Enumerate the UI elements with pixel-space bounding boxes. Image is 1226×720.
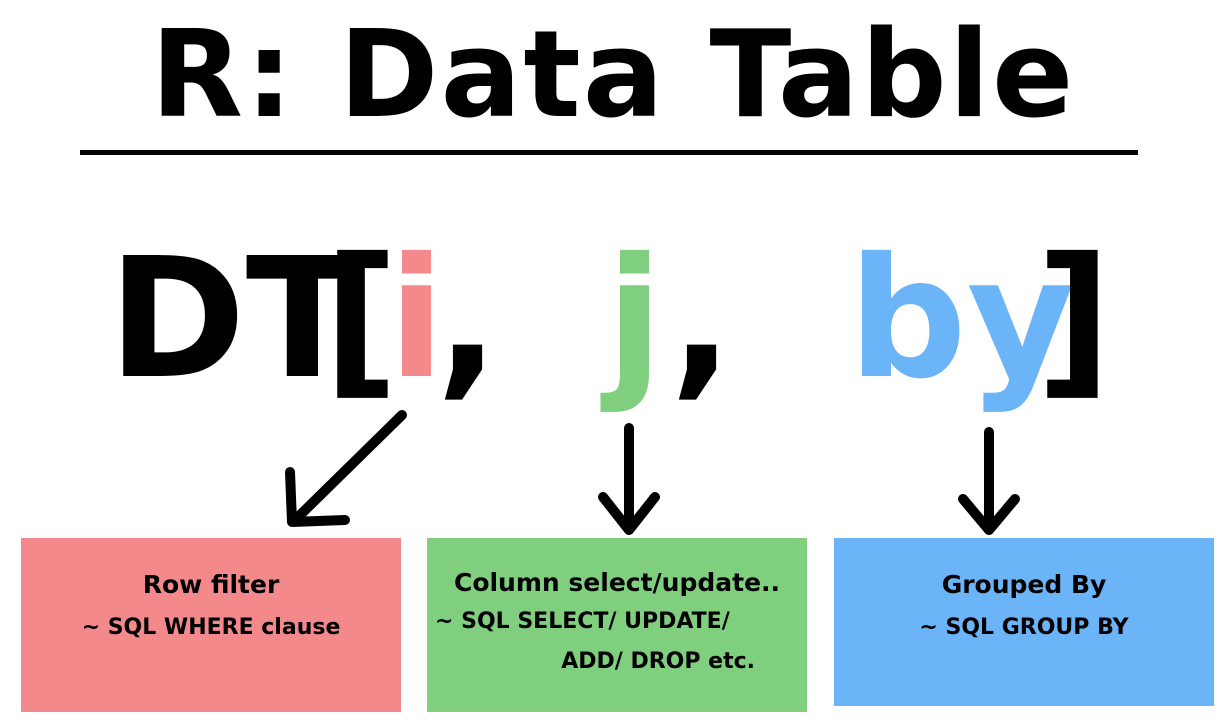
arrow-i (285, 410, 407, 527)
column-select-title: Column select/update.. (453, 568, 781, 597)
syntax-j: j (606, 223, 663, 416)
column-select-box: Column select/update.. ~ SQL SELECT/ UPD… (427, 538, 807, 712)
syntax-comma-2: , (670, 223, 734, 416)
syntax-i: i (388, 223, 445, 416)
syntax-prefix: DT (108, 223, 360, 416)
arrow-j (598, 423, 660, 535)
syntax-comma-1: , (436, 223, 500, 416)
column-select-description-1: ~ SQL SELECT/ UPDATE/ (435, 609, 730, 634)
arrow-by (958, 427, 1020, 535)
grouped-by-description: ~ SQL GROUP BY (919, 615, 1129, 640)
row-filter-description: ~ SQL WHERE clause (81, 615, 341, 640)
title-underline (80, 150, 1138, 155)
row-filter-box: Row filter ~ SQL WHERE clause (21, 538, 401, 712)
column-select-description-2: ADD/ DROP etc. (561, 649, 755, 674)
syntax-close-bracket: ] (1036, 223, 1112, 416)
syntax-open-bracket: [ (323, 223, 399, 416)
syntax-by: by (848, 223, 1076, 416)
grouped-by-box: Grouped By ~ SQL GROUP BY (834, 538, 1214, 706)
page-title: R: Data Table (150, 6, 1076, 145)
row-filter-title: Row filter (142, 570, 280, 599)
grouped-by-title: Grouped By (941, 570, 1107, 599)
